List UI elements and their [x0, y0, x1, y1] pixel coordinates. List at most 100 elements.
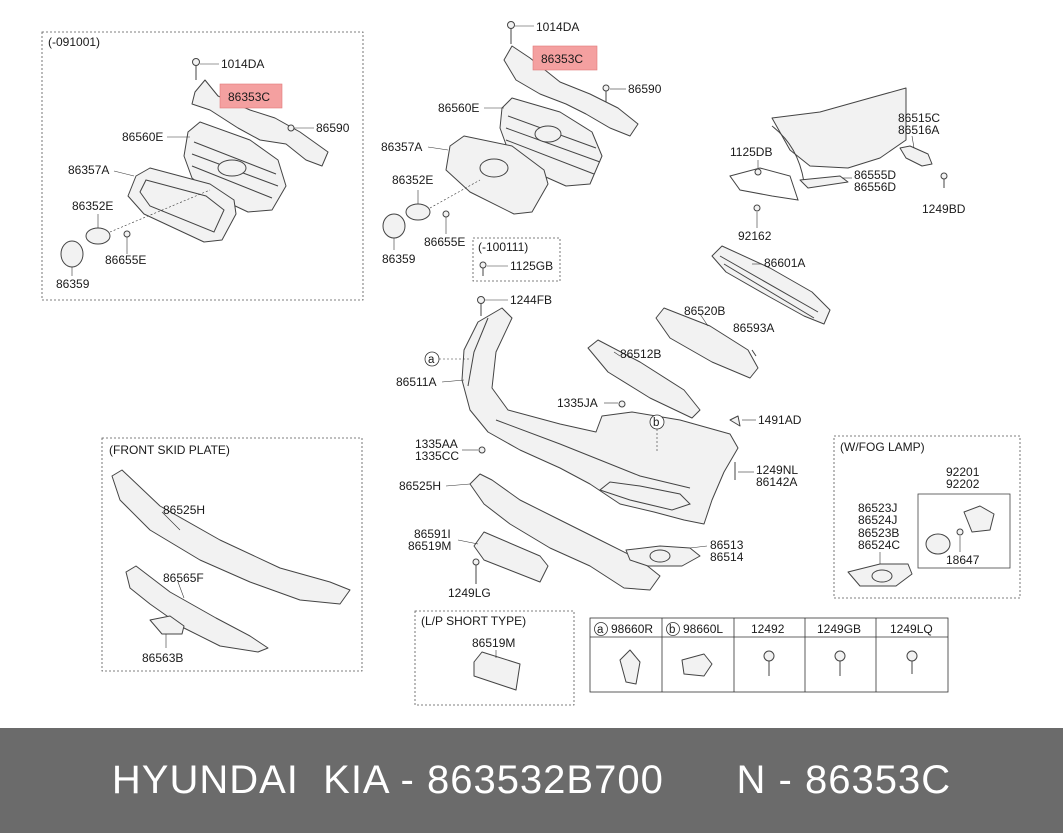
clip-86655e-icon: [123, 230, 131, 238]
short-type-box: [414, 610, 575, 706]
screw-92162-icon: [753, 204, 761, 212]
callout-b-letter: b: [653, 417, 659, 429]
short-type-group: (L/P SHORT TYPE) 86519M: [414, 610, 575, 706]
leader-line: [911, 135, 915, 149]
label-86556d: 86556D: [854, 180, 896, 194]
label-1249bd: 1249BD: [922, 202, 966, 216]
callout-a-letter: a: [428, 354, 435, 366]
skid-bracket-86563b-part: [149, 615, 185, 635]
fog-lamp-group: (W/FOG LAMP) 92201 92202 18647 86523J 86…: [833, 435, 1021, 599]
label-86523b: 86523B: [858, 526, 899, 540]
screw-86590-icon: [602, 84, 610, 92]
lower-lip-86525h-part: [469, 473, 661, 591]
leader-line: [427, 146, 449, 151]
fog-opening: [598, 481, 691, 511]
highlight-86353c-mid: [532, 45, 598, 71]
label-86511a: 86511A: [396, 375, 436, 389]
fastener-legend-table: a 98660R b 98660L 12492 1249GB 1249LQ: [589, 617, 949, 693]
label-86353c-mid: 86353C: [541, 52, 583, 66]
screw-1249bd-icon: [940, 172, 948, 180]
fog-lamp-housing-part: [963, 505, 995, 533]
label-86519m-main: 86519M: [408, 539, 451, 553]
label-86514: 86514: [710, 550, 744, 564]
label-1249nl: 1249NL: [756, 463, 798, 477]
clip-86655e-icon: [442, 210, 450, 218]
screw-1125gb-icon: [479, 261, 487, 269]
screw-12492-icon: [763, 650, 775, 676]
legend-code-98660r: 98660R: [611, 622, 653, 636]
leader-line: [161, 511, 181, 531]
oem-part-code: N - 86353C: [736, 758, 952, 802]
label-86560e-mid: 86560E: [438, 101, 479, 115]
label-86512b: 86512B: [620, 347, 661, 361]
plate-bracket-86519m-part: [473, 531, 549, 583]
label-92162: 92162: [738, 229, 772, 243]
badge-86359-part: [60, 240, 84, 268]
side-bracket-86515c-part: [899, 145, 933, 167]
label-1014da-early: 1014DA: [221, 57, 264, 71]
screw-86590-icon: [287, 124, 295, 132]
skid-plate-group: (FRONT SKID PLATE) 86525H 86565F 86563B: [101, 437, 363, 672]
label-1249lg: 1249LG: [448, 586, 491, 600]
leader-line: [441, 379, 465, 383]
grille-group: 1014DA 86353C 86590 86560E 86357A 86352E…: [381, 20, 662, 282]
beam-ribs: [719, 255, 819, 319]
bumper-group: 1244FB a 86511A 1335JA b 1491AD 1335AA 1…: [396, 293, 802, 600]
label-1335cc: 1335CC: [415, 449, 459, 463]
fog-cover-86513-part: [625, 545, 701, 567]
label-86513: 86513: [710, 538, 744, 552]
label-86353c-early: 86353C: [228, 90, 270, 104]
label-86565f: 86565F: [163, 571, 204, 585]
plate-bracket-short-part: [473, 651, 521, 691]
label-86515c: 86515C: [898, 111, 940, 125]
legend-circle-b-letter: b: [669, 624, 675, 636]
label-86520b: 86520B: [684, 304, 725, 318]
label-86555d: 86555D: [854, 168, 896, 182]
label-86524j: 86524J: [858, 513, 897, 527]
tow-hook-cap-icon: [681, 653, 713, 677]
fog-cover-hole: [649, 549, 671, 563]
legend-circle-b: [666, 622, 680, 636]
label-1014da-mid: 1014DA: [536, 20, 579, 34]
label-86563b: 86563B: [142, 651, 183, 665]
fog-lamp-box: [833, 435, 1021, 599]
washer-nozzle-cap-icon: [619, 649, 641, 685]
grille-frame-inner: [139, 179, 225, 233]
parts-diagram: (-091001) 86353C 1014DA 86590 86560E 863…: [41, 20, 1021, 706]
brand-part-number: HYUNDAI KIA - 863532B700: [111, 758, 664, 802]
label-86525h-skid: 86525H: [163, 503, 205, 517]
bolt-head-icon: [192, 58, 200, 66]
grille-frame-part: [127, 167, 237, 243]
label-18647: 18647: [946, 553, 980, 567]
banner-gap: [664, 758, 737, 803]
grille-emblem-recess: [217, 159, 247, 177]
fog-cover-with-lamp-part: [847, 563, 913, 587]
early-type-label: (-091001): [48, 35, 100, 49]
label-86523j: 86523J: [858, 501, 897, 515]
grille-emblem-recess: [534, 125, 562, 143]
label-86357a-mid: 86357A: [381, 140, 422, 154]
bumper-edge: [467, 317, 489, 387]
sub-box-label: (-100111): [478, 240, 528, 254]
legend-code-98660l: 98660L: [683, 622, 723, 636]
leader-line: [445, 483, 471, 487]
label-86655e-mid: 86655E: [424, 235, 465, 249]
legend-circle-a: [594, 622, 608, 636]
screw-1125db-icon: [754, 168, 762, 176]
label-1491ad: 1491AD: [758, 413, 802, 427]
part-number-banner: HYUNDAI KIA - 863532B700 N - 86353C: [0, 728, 1063, 833]
leader-line: [457, 539, 479, 545]
label-86593a: 86593A: [733, 321, 774, 335]
skid-plate-label: (FRONT SKID PLATE): [109, 443, 230, 457]
label-1244fb: 1244FB: [510, 293, 552, 307]
skid-plate-box: [101, 437, 363, 672]
early-type-box: [41, 31, 364, 301]
fog-lamp-92201-part: [925, 533, 951, 555]
bumper-crease: [495, 419, 691, 489]
skid-plate-86525h-part: [111, 469, 351, 605]
leader-line-dashed: [429, 179, 481, 209]
leader-line: [177, 581, 185, 599]
fog-lamp-label: (W/FOG LAMP): [840, 440, 925, 454]
bumper-cover-86511a-part: [461, 307, 739, 525]
skid-trim-86565f-part: [125, 565, 269, 653]
